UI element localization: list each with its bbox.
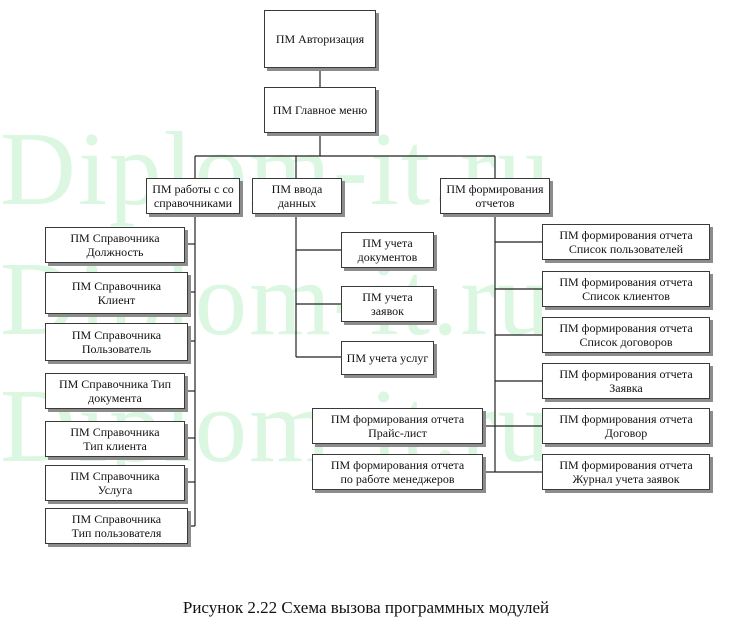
node-ref-user-line1: ПМ Справочника — [71, 328, 162, 342]
node-ref-service-line1: ПМ Справочника — [70, 469, 160, 483]
node-report-form-line1: ПМ формирования — [446, 182, 544, 196]
node-rep-clients-line2: Список клиентов — [582, 289, 670, 303]
node-rep-contract-line1: ПМ формирования отчета — [559, 412, 693, 426]
node-in-requests-line1: ПМ учета — [362, 290, 413, 304]
node-ref-duties-line1: ПМ Справочника — [70, 231, 160, 245]
figure-caption: Рисунок 2.22 Схема вызова программных мо… — [182, 598, 550, 617]
node-ref-duties-line2: Должность — [86, 245, 144, 259]
node-ref-work-line2: справочниками — [153, 196, 233, 210]
node-rep-pricelist-line1: ПМ формирования отчета — [330, 412, 465, 426]
node-rep-contract-line2: Договор — [604, 426, 648, 440]
node-ref-user-line2: Пользователь — [81, 342, 152, 356]
node-rep-contracts-line2: Список договоров — [579, 335, 673, 349]
node-rep-request-line2: Заявка — [609, 381, 643, 395]
node-ref-usertype-line1: ПМ Справочника — [71, 512, 162, 526]
node-rep-pricelist-line2: Прайс-лист — [368, 426, 427, 440]
node-rep-journal-line2: Журнал учета заявок — [572, 472, 680, 486]
node-rep-clients-line1: ПМ формирования отчета — [559, 275, 693, 289]
node-in-docs-line2: документов — [357, 250, 418, 264]
node-ref-clienttype-line2: Тип клиента — [83, 439, 147, 453]
node-ref-work-line1: ПМ работы с со — [152, 182, 234, 196]
node-auth-line1: ПМ Авторизация — [275, 32, 365, 46]
node-rep-contracts-line1: ПМ формирования отчета — [559, 321, 693, 335]
node-in-docs-line1: ПМ учета — [362, 236, 413, 250]
node-rep-managers-line1: ПМ формирования отчета — [330, 458, 465, 472]
node-rep-managers-line2: по работе менеджеров — [340, 472, 455, 486]
node-auth: ПМ Авторизация — [264, 10, 376, 68]
node-ref-usertype-line2: Тип пользователя — [71, 526, 162, 540]
node-ref-doctype-line2: документа — [88, 391, 142, 405]
node-ref-client-line2: Клиент — [97, 293, 136, 307]
node-in-services: ПМ учета услуг — [341, 341, 434, 375]
node-report-form-line2: отчетов — [475, 196, 515, 210]
node-in-requests-line2: заявок — [370, 304, 404, 318]
node-data-input-line1: ПМ ввода — [271, 182, 323, 196]
node-main-menu: ПМ Главное меню — [264, 87, 376, 133]
node-data-input-line2: данных — [277, 196, 317, 210]
node-rep-journal-line1: ПМ формирования отчета — [559, 458, 693, 472]
node-rep-users-line2: Список пользователей — [568, 242, 684, 256]
node-rep-users-line1: ПМ формирования отчета — [559, 228, 693, 242]
node-ref-doctype-line1: ПМ Справочника Тип — [58, 377, 172, 391]
node-rep-request-line1: ПМ формирования отчета — [559, 367, 693, 381]
node-in-services-line1: ПМ учета услуг — [346, 351, 429, 365]
node-ref-client-line1: ПМ Справочника — [71, 279, 162, 293]
node-main-menu-line1: ПМ Главное меню — [272, 103, 368, 117]
node-ref-clienttype-line1: ПМ Справочника — [70, 425, 160, 439]
node-ref-service-line2: Услуга — [97, 483, 133, 497]
